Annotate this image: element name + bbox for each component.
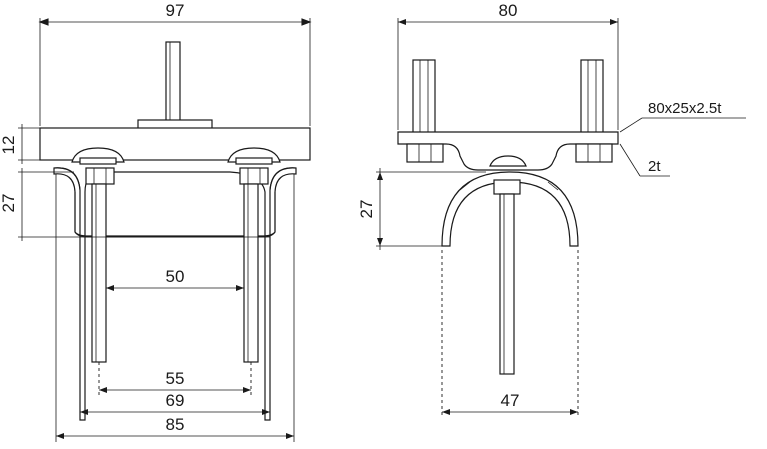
right-stud-2 <box>580 59 604 135</box>
dim-right-80-label: 80 <box>499 1 518 20</box>
right-nut-1 <box>406 143 444 163</box>
right-stud-1 <box>412 59 436 135</box>
dim-right-27-label: 27 <box>357 200 376 219</box>
left-bolt-2 <box>243 183 259 363</box>
dim-left-69-label: 69 <box>166 391 185 410</box>
dim-left-69: 69 <box>79 391 271 420</box>
left-bolt-1 <box>91 183 107 363</box>
dim-left-12: 12 <box>0 124 40 164</box>
left-top-stud <box>165 41 181 127</box>
dim-left-12-label: 12 <box>0 136 18 155</box>
dim-left-85: 85 <box>55 174 295 442</box>
dim-right-27: 27 <box>357 168 486 250</box>
dim-left-97-label: 97 <box>166 1 185 20</box>
dim-right-47: 47 <box>442 391 578 415</box>
dim-right-47-label: 47 <box>501 391 520 410</box>
dim-left-97: 97 <box>38 1 312 126</box>
right-center-bolt <box>499 193 515 375</box>
right-plate <box>397 131 619 171</box>
dim-left-50: 50 <box>106 267 244 291</box>
callout-plate-label: 80x25x2.5t <box>648 100 722 117</box>
dim-left-85-label: 85 <box>166 415 185 434</box>
left-view: 97 12 27 50 55 <box>0 1 312 442</box>
dim-left-55: 55 <box>99 369 251 393</box>
right-center-bolt-head <box>489 155 527 167</box>
right-nut-2 <box>575 143 613 163</box>
dim-left-27-label: 27 <box>0 194 18 213</box>
right-arch <box>441 171 579 247</box>
left-nut-1 <box>85 167 115 185</box>
right-view: 80 27 47 80x25x2.5t 2t <box>357 1 746 416</box>
dim-left-50-label: 50 <box>166 267 185 286</box>
callout-plate: 80x25x2.5t <box>619 100 746 133</box>
dim-left-27: 27 <box>0 168 270 241</box>
callout-thickness-label: 2t <box>648 158 661 175</box>
dim-right-80: 80 <box>397 1 619 130</box>
callout-thickness: 2t <box>619 143 670 177</box>
left-nut-2 <box>239 167 269 185</box>
right-center-nut <box>493 179 521 195</box>
dim-left-55-label: 55 <box>166 369 185 388</box>
